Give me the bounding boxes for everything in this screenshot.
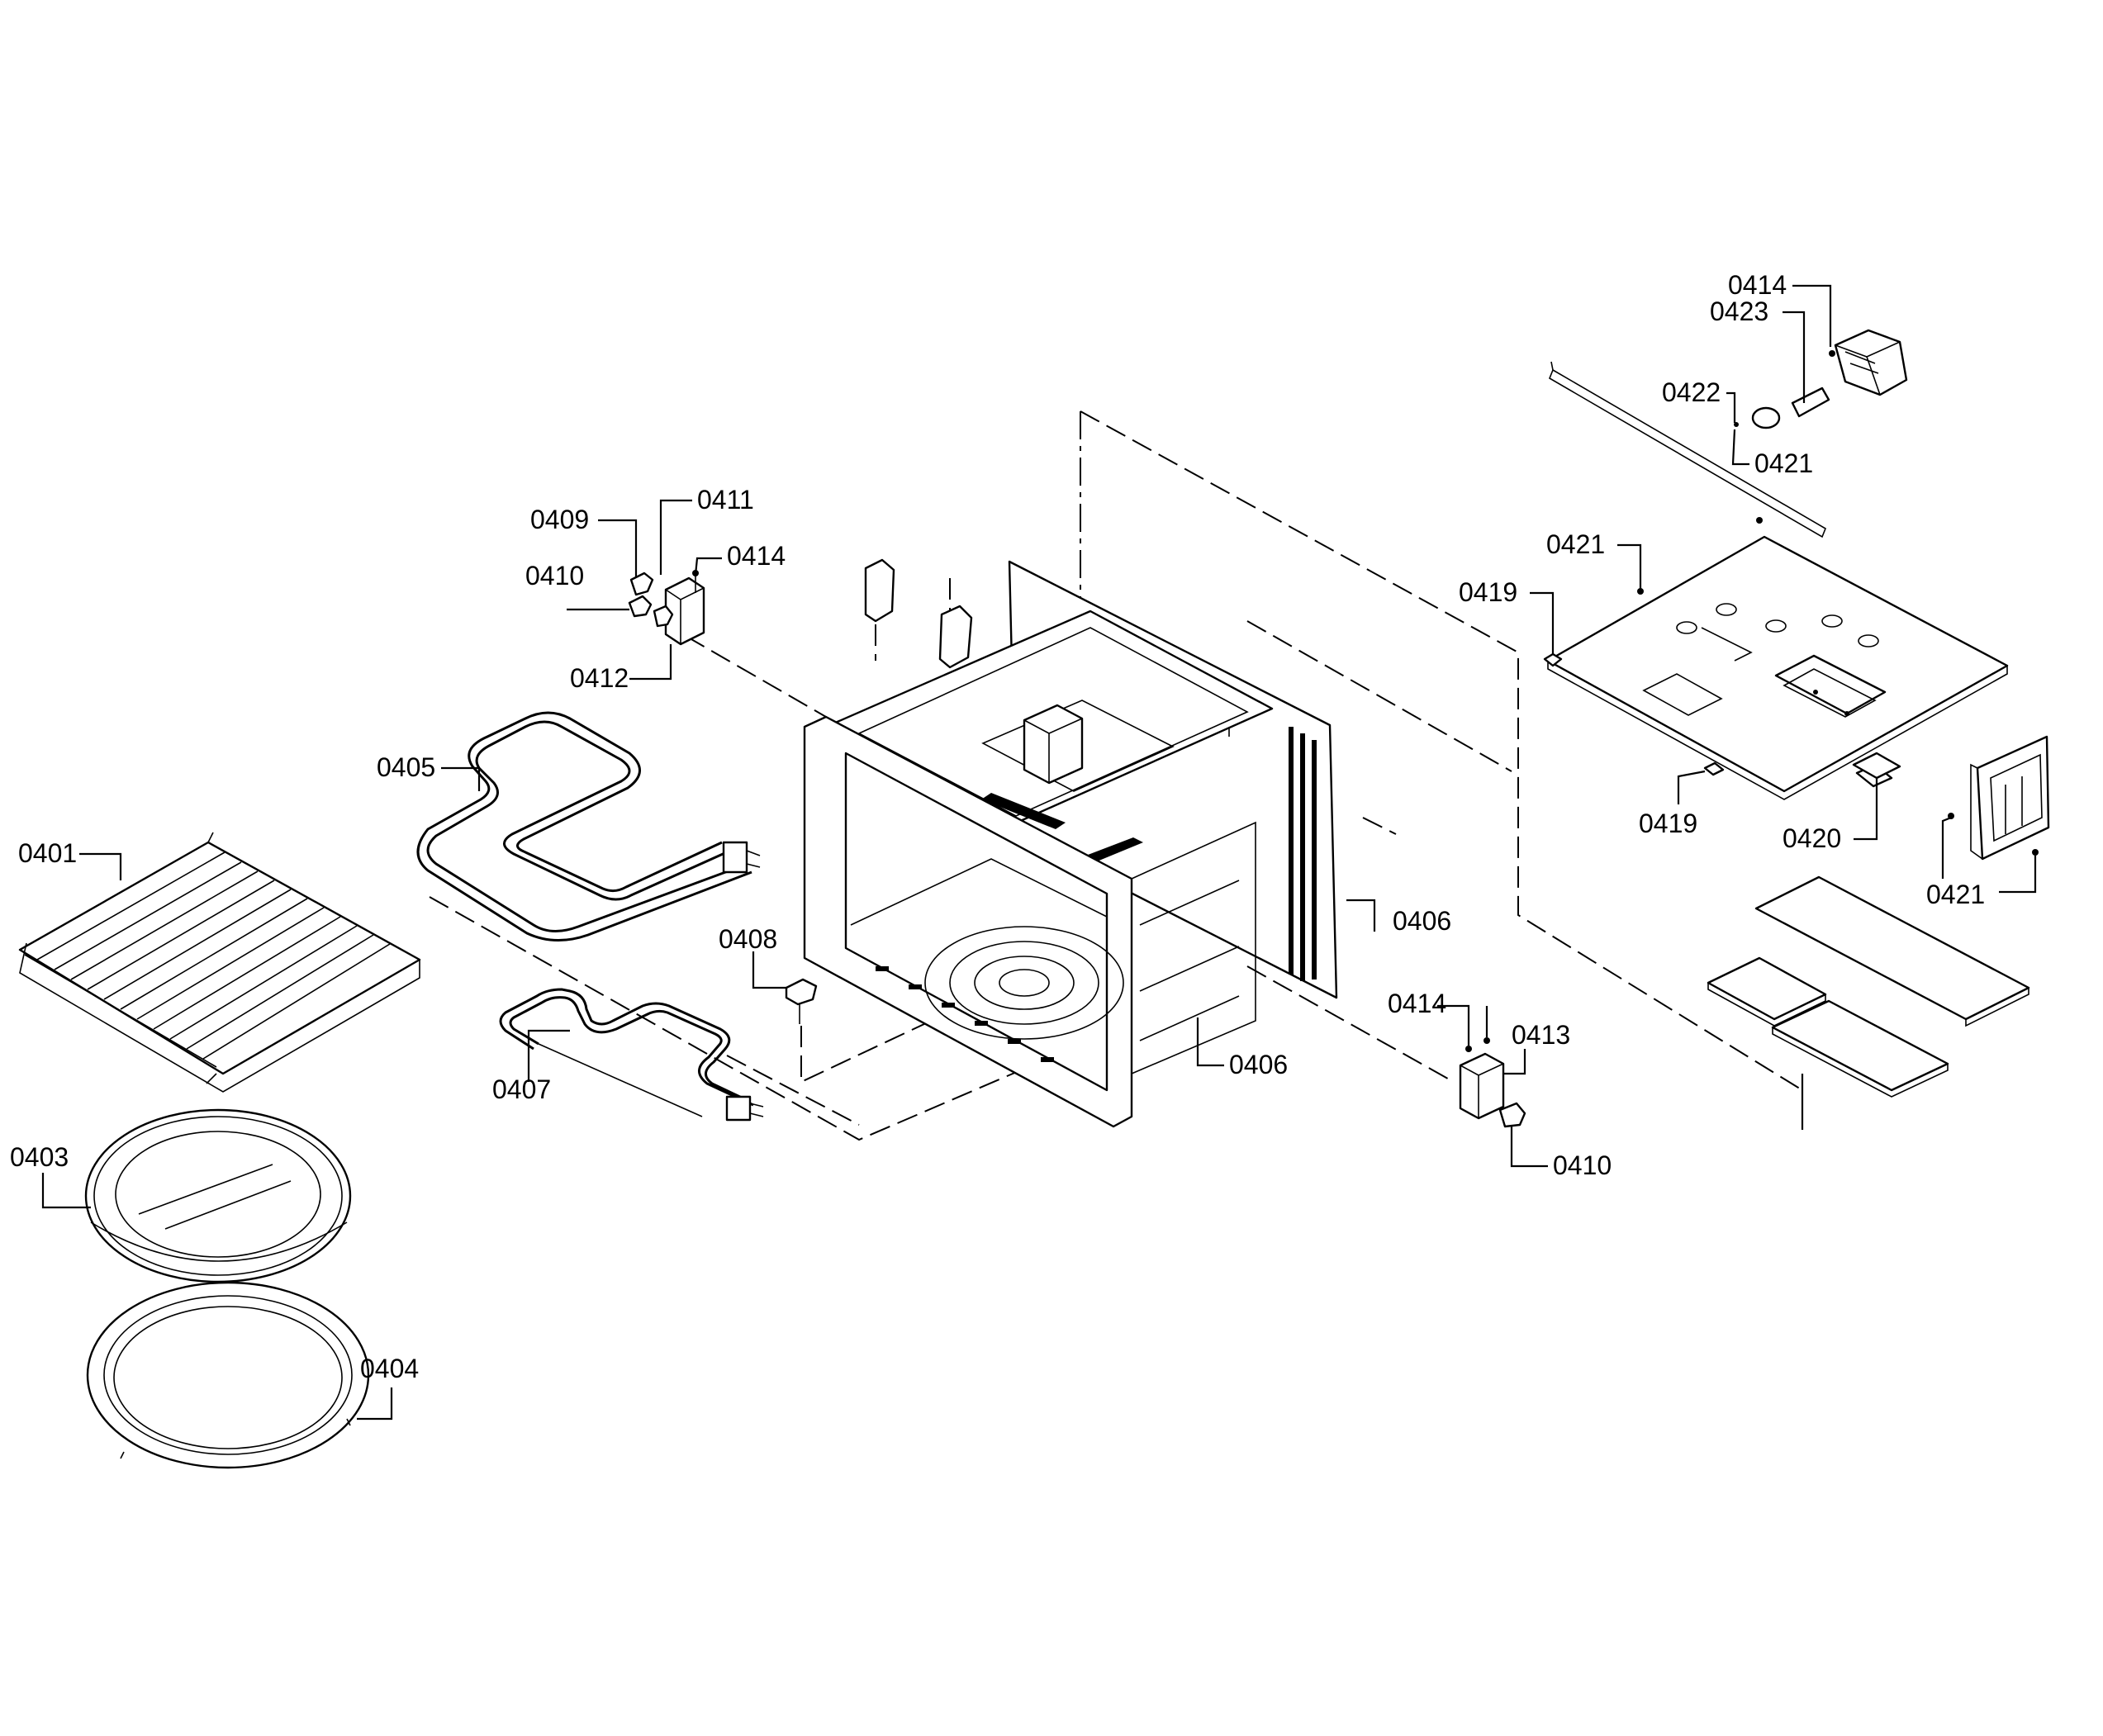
label-0410-left: 0410 <box>525 561 584 591</box>
label-0404: 0404 <box>360 1354 419 1383</box>
label-0411: 0411 <box>697 485 754 515</box>
label-0419-lower: 0419 <box>1639 809 1697 838</box>
label-0414-right: 0414 <box>1388 989 1446 1018</box>
label-0405: 0405 <box>377 752 435 782</box>
label-0414-top: 0414 <box>1728 270 1787 300</box>
label-0423: 0423 <box>1710 296 1768 326</box>
top-motor-assembly <box>1549 329 1908 538</box>
right-door-switch-assembly <box>1459 1037 1526 1128</box>
label-0421-bracket: 0421 <box>1926 880 1985 909</box>
assembly-dashed-lines <box>429 410 1803 1141</box>
label-0408: 0408 <box>719 924 777 954</box>
label-0421-plate: 0421 <box>1546 529 1605 559</box>
label-0419-upper: 0419 <box>1459 577 1517 607</box>
sensor-part <box>785 978 818 1024</box>
leader-lines <box>41 284 2037 1421</box>
oven-rack-part <box>18 832 421 1093</box>
label-0421-top: 0421 <box>1754 448 1813 478</box>
label-0413: 0413 <box>1512 1020 1570 1050</box>
label-0420: 0420 <box>1783 823 1841 853</box>
glass-turntable-part <box>84 1108 352 1283</box>
label-0403: 0403 <box>10 1142 69 1172</box>
bottom-plate-part <box>1543 517 2009 800</box>
lower-heating-element-part <box>499 988 764 1122</box>
left-door-switch-assembly <box>628 570 705 646</box>
label-0422: 0422 <box>1662 377 1721 407</box>
label-0406-lower: 0406 <box>1229 1050 1288 1079</box>
label-0401: 0401 <box>18 838 77 868</box>
label-0414-left: 0414 <box>727 541 786 571</box>
oven-cavity-part <box>803 558 1338 1128</box>
side-bracket-part <box>1948 735 2050 861</box>
label-0407: 0407 <box>492 1074 551 1104</box>
label-0406-upper: 0406 <box>1393 906 1451 936</box>
label-0412: 0412 <box>570 663 629 693</box>
insulation-pads <box>1707 875 2030 1098</box>
label-0410-right: 0410 <box>1553 1150 1612 1180</box>
upper-heating-element-part <box>416 711 761 942</box>
part-number-labels: 0401 0403 0404 0405 0406 0406 0407 0408 … <box>10 270 1985 1383</box>
label-0409: 0409 <box>530 505 589 534</box>
roller-ring-part <box>86 1281 370 1469</box>
